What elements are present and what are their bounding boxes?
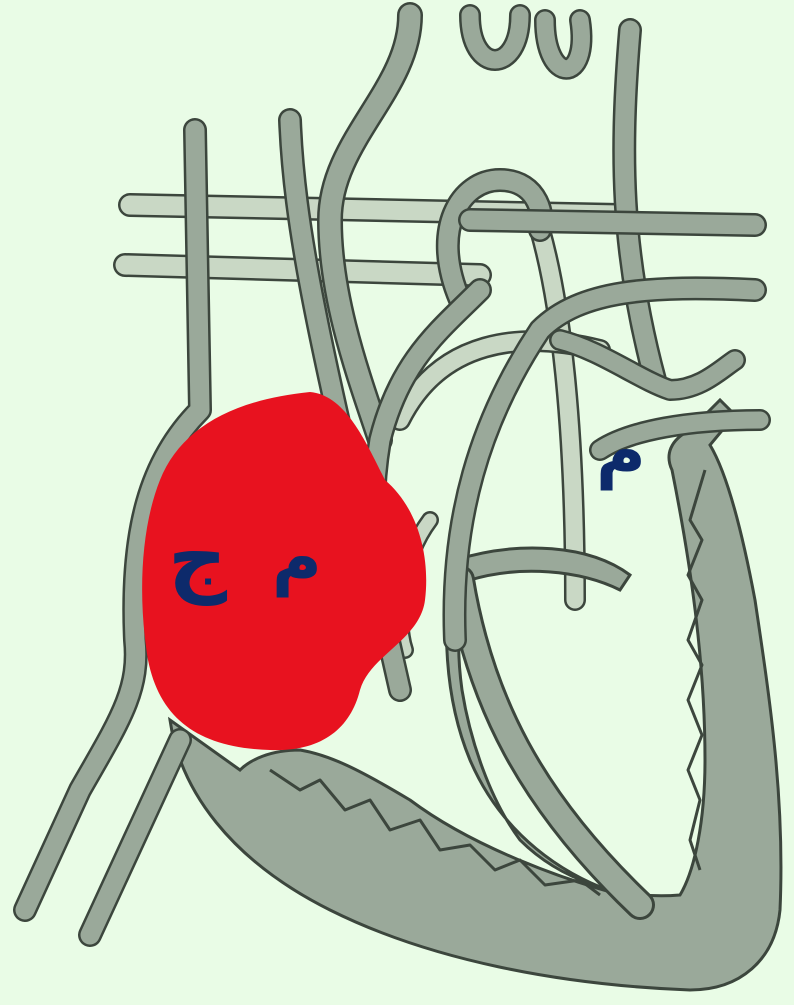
label-highlighted-left: ج xyxy=(168,518,227,600)
label-highlighted-right: م xyxy=(272,525,322,593)
label-left-atrium: م xyxy=(596,418,646,486)
